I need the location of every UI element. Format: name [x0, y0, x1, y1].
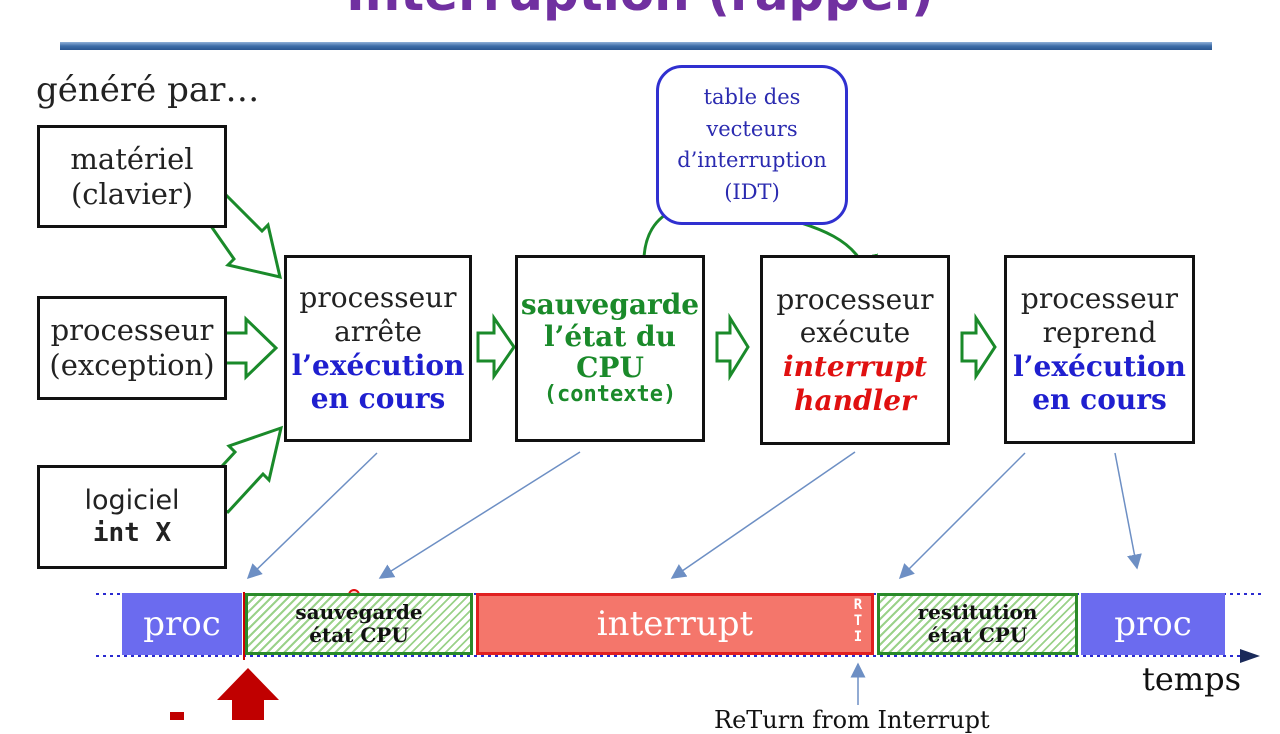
- pointer-2: [378, 451, 581, 579]
- step-stop-line4: en cours: [310, 382, 446, 416]
- rti-letter-r: R: [853, 597, 863, 613]
- pointer-1: [246, 452, 378, 580]
- idt-line2: vecteurs: [706, 116, 798, 141]
- step-save-line3: CPU: [576, 350, 644, 384]
- step-exec-line1: processeur: [776, 282, 934, 316]
- generated-by-label: généré par…: [36, 70, 260, 110]
- source-software-box: logiciel int X: [37, 465, 227, 569]
- timeline-proc-after: proc: [1081, 593, 1225, 655]
- idt-line4: (IDT): [724, 179, 780, 204]
- timeline-interrupt-segment: interrupt: [476, 593, 874, 655]
- page-title: Interruption (rappel): [0, 0, 1280, 22]
- idt-box: table des vecteurs d’interruption (IDT): [656, 65, 848, 225]
- source-software-title: logiciel: [84, 485, 180, 517]
- timeline-interrupt-label: interrupt: [596, 604, 754, 644]
- source-hardware-box: matériel (clavier): [37, 125, 227, 228]
- step-resume-line1: processeur: [1020, 282, 1179, 316]
- step-save-line4: (contexte): [543, 382, 677, 408]
- rti-letter-t: T: [853, 613, 863, 630]
- step-stop-line3: l’exécution: [291, 348, 465, 382]
- idt-line3: d’interruption: [677, 148, 827, 172]
- pointer-5: [1114, 452, 1142, 570]
- step-save-line2: l’état du: [544, 319, 676, 353]
- timeline-save-segment: sauvegarde état CPU: [245, 593, 473, 655]
- step-save-box: sauvegarde l’état du CPU (contexte): [515, 255, 705, 442]
- idt-line1: table des: [703, 85, 801, 109]
- step-resume-line3: l’exécution: [1013, 349, 1186, 383]
- step-resume-line4: en cours: [1032, 383, 1167, 417]
- red-up-arrow: [217, 668, 279, 720]
- time-axis-arrowhead: [1240, 649, 1260, 663]
- source-processor-box: processeur (exception): [37, 296, 227, 400]
- source-hardware-detail: (clavier): [70, 176, 194, 211]
- timeline-save-line1: sauvegarde: [295, 600, 423, 624]
- pointer-3: [670, 451, 856, 579]
- step-exec-line4: handler: [794, 383, 916, 417]
- timeline-restore-segment: restitution état CPU: [877, 593, 1078, 655]
- step-exec-line3: interrupt: [782, 350, 928, 383]
- step-stop-box: processeur arrête l’exécution en cours: [284, 255, 472, 442]
- step-resume-line2: reprend: [1042, 315, 1157, 349]
- timeline-save-line2: état CPU: [309, 623, 409, 647]
- step-arrow-1: [476, 313, 516, 381]
- rti-vertical-label: R T I: [849, 597, 867, 651]
- source-processor-detail: (exception): [49, 348, 215, 382]
- step-arrow-2: [715, 312, 750, 382]
- timeline-restore-line1: restitution: [917, 600, 1038, 624]
- step-resume-box: processeur reprend l’exécution en cours: [1004, 255, 1195, 444]
- source-processor-title: processeur: [50, 313, 214, 348]
- timeline-restore-line2: état CPU: [927, 623, 1028, 647]
- rti-caption: ReTurn from Interrupt: [714, 706, 990, 734]
- step-stop-line1: processeur: [299, 281, 457, 315]
- source-hardware-title: matériel: [70, 141, 194, 176]
- step-stop-line2: arrête: [334, 314, 422, 348]
- pointer-4: [898, 452, 1026, 580]
- title-rule: [60, 42, 1212, 50]
- time-axis-label: temps: [1142, 660, 1242, 698]
- source-software-detail: int X: [92, 517, 172, 548]
- step-exec-box: processeur exécute interrupt handler: [760, 255, 950, 445]
- rti-letter-i: I: [853, 629, 863, 646]
- red-fragment: [170, 712, 184, 720]
- step-arrow-3: [960, 312, 997, 382]
- timeline-proc-before: proc: [122, 593, 242, 655]
- step-exec-line2: exécute: [799, 316, 911, 350]
- step-save-line1: sauvegarde: [520, 288, 700, 322]
